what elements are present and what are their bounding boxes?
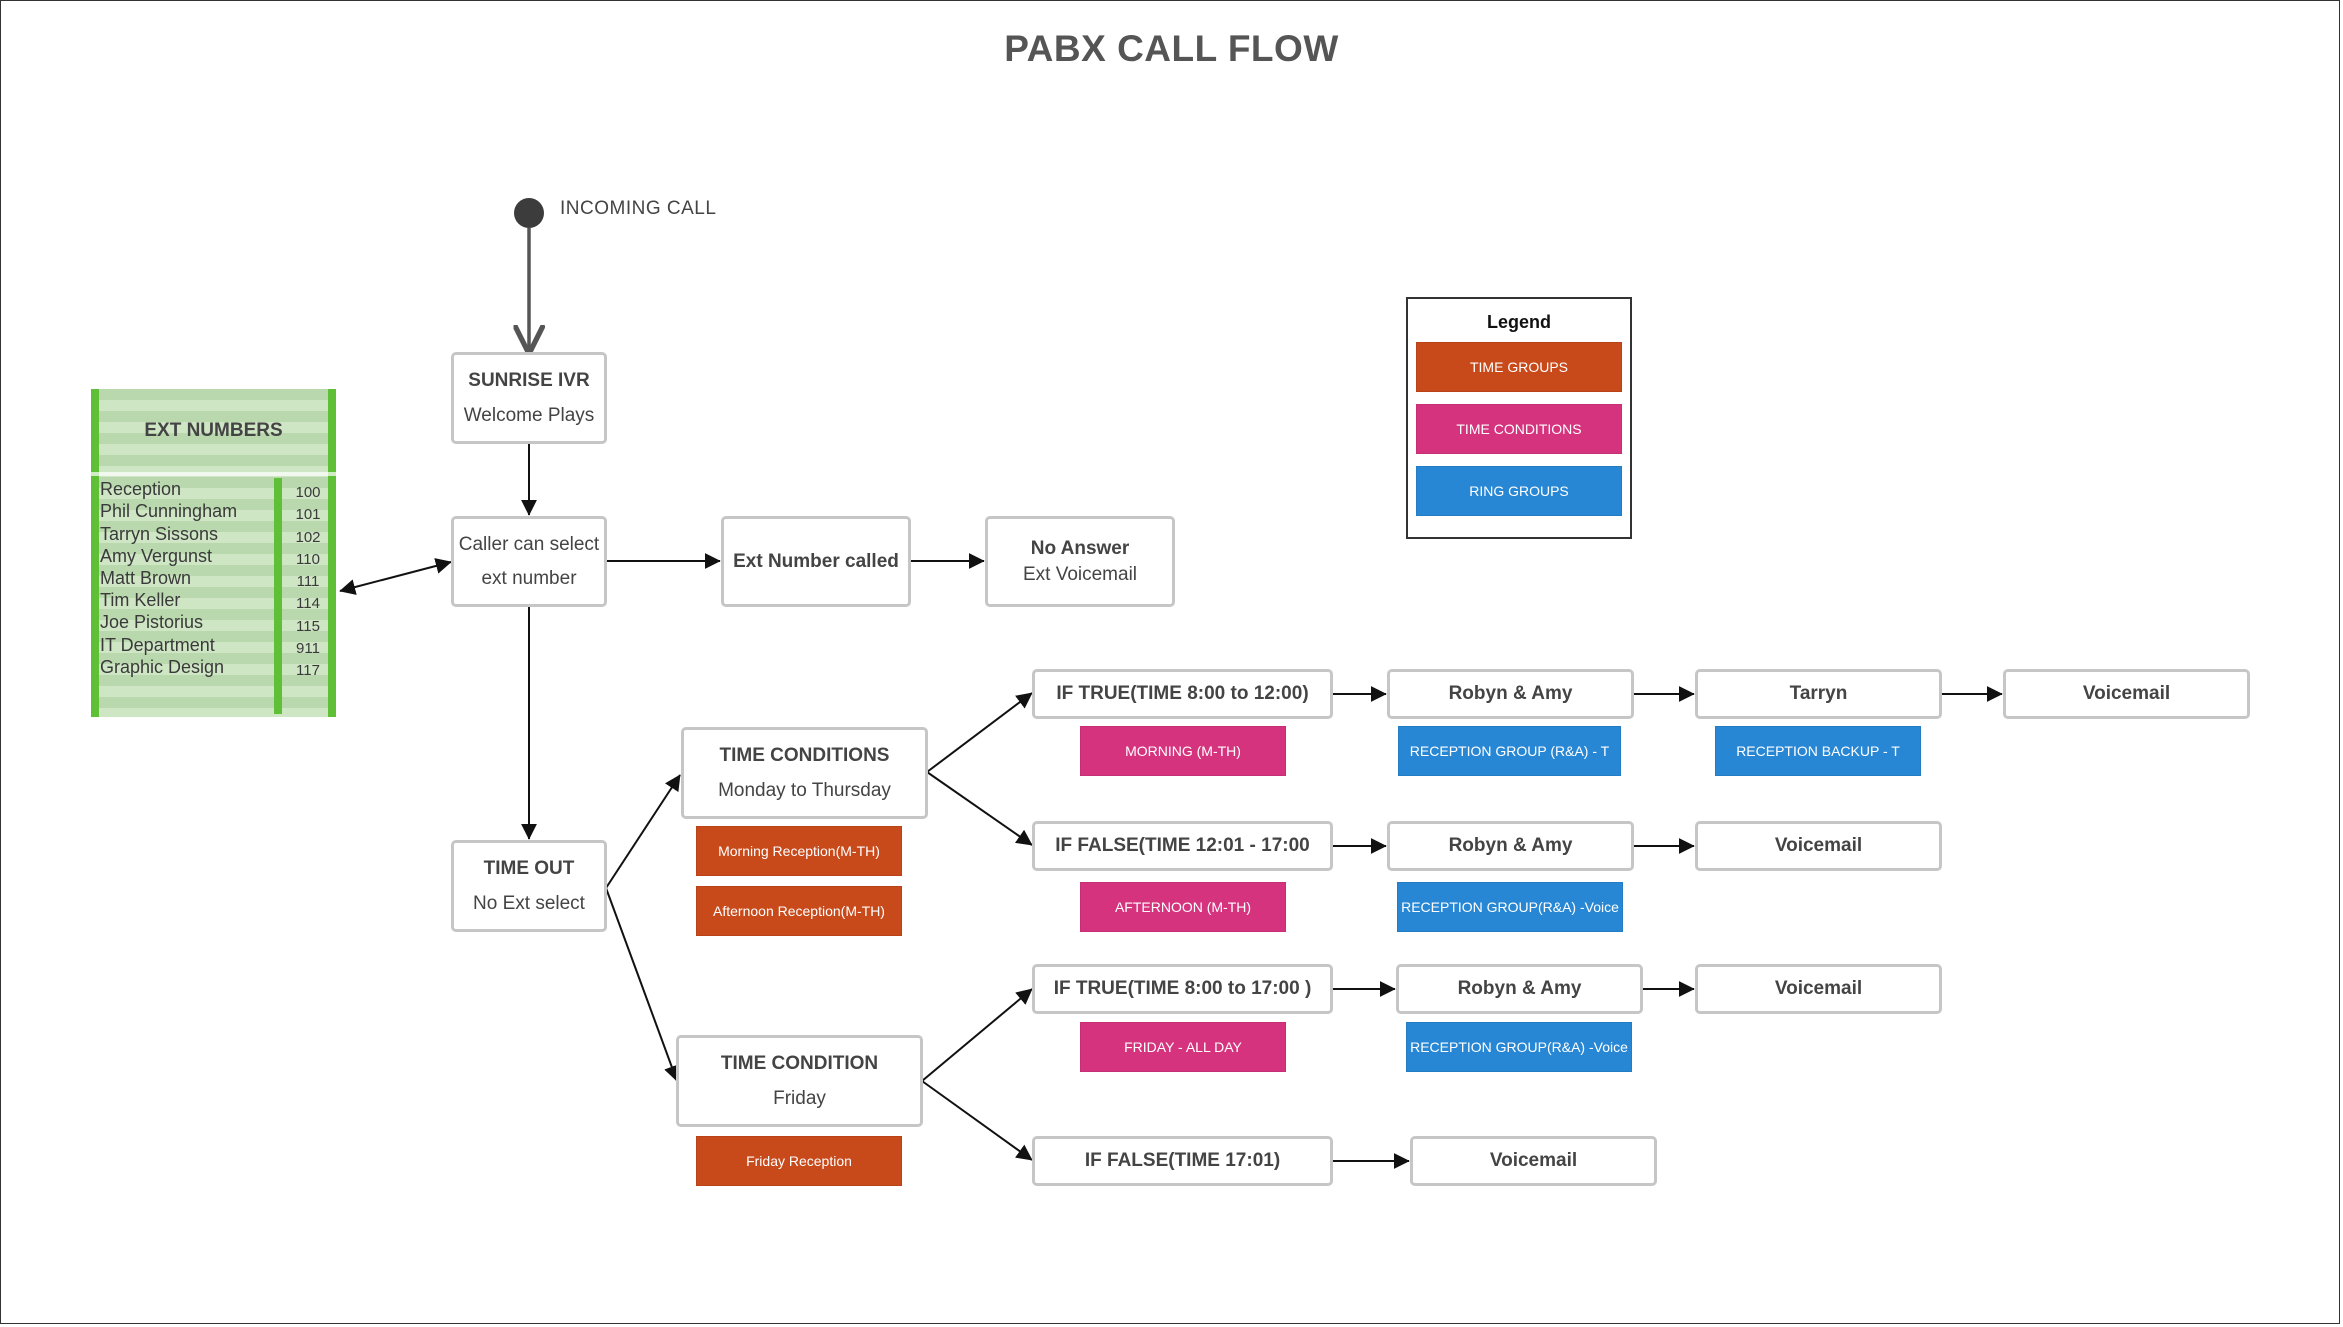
node-robyn-amy-morning: Robyn & Amy	[1387, 669, 1634, 719]
node-voicemail-4: Voicemail	[1410, 1136, 1657, 1186]
node-title: Robyn & Amy	[1448, 683, 1573, 705]
node-title: TIME CONDITION	[720, 1052, 879, 1074]
node-title: TIME OUT	[483, 857, 575, 879]
node-time-conditions-mth: TIME CONDITIONS Monday to Thursday	[681, 727, 928, 819]
legend-item-time-conditions: TIME CONDITIONS	[1416, 404, 1622, 454]
start-label: INCOMING CALL	[560, 198, 717, 219]
node-subtitle: Monday to Thursday	[718, 779, 891, 801]
diagram-title: PABX CALL FLOW	[1004, 28, 1339, 69]
ext-name: Graphic Design	[100, 657, 225, 677]
tag-time-condition: AFTERNOON (M-TH)	[1080, 882, 1286, 932]
ext-name: Reception	[100, 479, 182, 499]
ext-number: 101	[295, 506, 321, 523]
tag-time-group: Afternoon Reception(M-TH)	[696, 886, 902, 936]
node-title: Tarryn	[1789, 683, 1848, 705]
node-if-false-afternoon: IF FALSE(TIME 12:01 - 17:00	[1032, 821, 1333, 871]
node-title: Ext Number called	[733, 550, 899, 572]
ext-number: 102	[295, 529, 321, 546]
node-subtitle: Ext Voicemail	[1022, 563, 1138, 585]
ext-numbers-divider	[274, 478, 282, 714]
ext-number: 111	[296, 573, 320, 590]
tag-time-group: Friday Reception	[696, 1136, 902, 1186]
ext-numbers-separator	[91, 472, 336, 476]
tag-ring-group: RECEPTION BACKUP - T	[1715, 726, 1921, 776]
tag-ring-group: RECEPTION GROUP(R&A) -Voice	[1397, 882, 1623, 932]
node-robyn-amy-friday: Robyn & Amy	[1396, 964, 1643, 1014]
node-if-true-morning: IF TRUE(TIME 8:00 to 12:00)	[1032, 669, 1333, 719]
ext-number: 115	[296, 618, 320, 635]
node-no-answer: No Answer Ext Voicemail	[985, 516, 1175, 607]
node-voicemail-2: Voicemail	[1695, 821, 1942, 871]
node-voicemail-3: Voicemail	[1695, 964, 1942, 1014]
node-title: Robyn & Amy	[1448, 835, 1573, 857]
ext-name: Tarryn Sissons	[100, 524, 219, 544]
node-title: Robyn & Amy	[1457, 978, 1582, 1000]
node-title: Voicemail	[1774, 835, 1863, 857]
node-if-false-friday: IF FALSE(TIME 17:01)	[1032, 1136, 1333, 1186]
legend-item-ring-groups: RING GROUPS	[1416, 466, 1622, 516]
ext-name: Phil Cunningham	[100, 501, 238, 521]
node-line: ext number	[481, 567, 577, 589]
node-if-true-friday: IF TRUE(TIME 8:00 to 17:00 )	[1032, 964, 1333, 1014]
ext-name: Amy Vergunst	[100, 546, 213, 566]
node-title: IF FALSE(TIME 17:01)	[1084, 1150, 1281, 1172]
node-title: No Answer	[1030, 537, 1130, 559]
node-robyn-amy-afternoon: Robyn & Amy	[1387, 821, 1634, 871]
node-tarryn: Tarryn	[1695, 669, 1942, 719]
node-subtitle: No Ext select	[473, 892, 585, 914]
ext-name: Tim Keller	[100, 590, 181, 610]
node-subtitle: Welcome Plays	[463, 404, 595, 426]
node-ext-number-called: Ext Number called	[721, 516, 911, 607]
node-title: IF FALSE(TIME 12:01 - 17:00	[1055, 835, 1310, 857]
node-title: IF TRUE(TIME 8:00 to 12:00)	[1056, 683, 1309, 705]
ext-number: 100	[295, 484, 321, 501]
node-title: Voicemail	[1774, 978, 1863, 1000]
ext-number: 911	[296, 640, 320, 657]
node-title: IF TRUE(TIME 8:00 to 17:00 )	[1053, 978, 1312, 1000]
ext-numbers-title: EXT NUMBERS	[144, 420, 283, 441]
ext-number: 117	[296, 662, 320, 679]
node-sunrise-ivr: SUNRISE IVR Welcome Plays	[451, 352, 607, 444]
tag-time-condition: MORNING (M-TH)	[1080, 726, 1286, 776]
node-title: Voicemail	[1489, 1150, 1578, 1172]
ext-number: 114	[296, 595, 320, 612]
node-time-out: TIME OUT No Ext select	[451, 840, 607, 932]
start-node	[514, 198, 544, 228]
ext-name: Matt Brown	[100, 568, 192, 588]
node-subtitle: Friday	[773, 1087, 826, 1109]
tag-ring-group: RECEPTION GROUP (R&A) - T	[1398, 726, 1621, 776]
tag-time-group: Morning Reception(M-TH)	[696, 826, 902, 876]
ext-number: 110	[296, 551, 320, 568]
legend-title: Legend	[1486, 312, 1551, 332]
node-caller-select: Caller can select ext number	[451, 516, 607, 607]
node-title: TIME CONDITIONS	[719, 744, 890, 766]
ext-name: IT Department	[100, 635, 215, 655]
legend-item-time-groups: TIME GROUPS	[1416, 342, 1622, 392]
node-line: Caller can select	[458, 533, 600, 555]
tag-ring-group: RECEPTION GROUP(R&A) -Voice	[1406, 1022, 1632, 1072]
node-time-condition-friday: TIME CONDITION Friday	[676, 1035, 923, 1127]
node-title: SUNRISE IVR	[468, 369, 590, 391]
ext-numbers-panel	[91, 389, 336, 717]
tag-time-condition: FRIDAY - ALL DAY	[1080, 1022, 1286, 1072]
node-title: Voicemail	[2082, 683, 2171, 705]
node-voicemail-1: Voicemail	[2003, 669, 2250, 719]
ext-name: Joe Pistorius	[100, 612, 204, 632]
